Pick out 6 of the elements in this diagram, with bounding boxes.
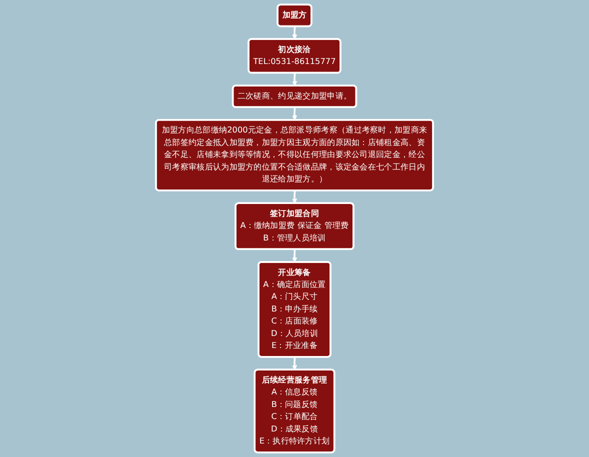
arrow <box>292 26 298 40</box>
arrow <box>292 190 298 204</box>
arrow <box>292 249 298 262</box>
arrow <box>292 73 298 86</box>
arrow <box>292 357 298 370</box>
arrow <box>292 107 298 120</box>
